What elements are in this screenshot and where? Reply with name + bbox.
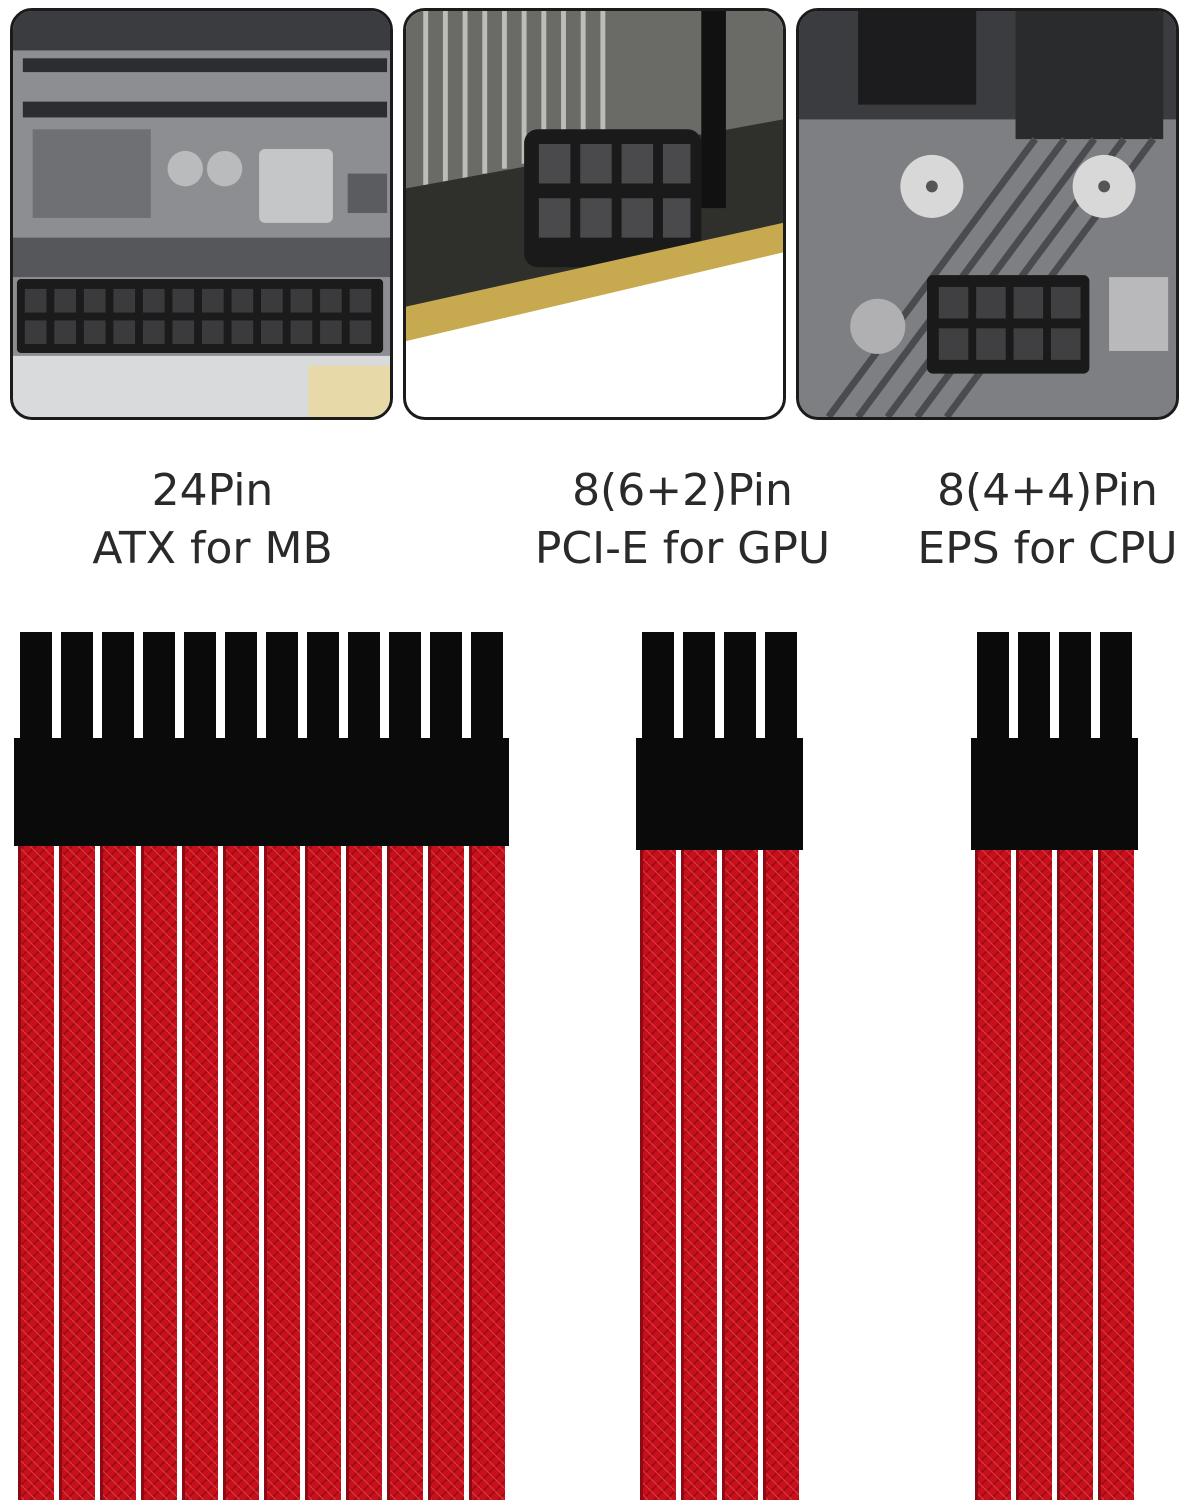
atx-wire	[100, 841, 136, 1500]
atx-wire	[223, 841, 259, 1500]
atx-wire-shadow	[59, 841, 62, 1500]
cpu-socket-photo	[796, 8, 1179, 420]
eps-wire	[975, 845, 1011, 1500]
atx-wire-shadow	[469, 841, 472, 1500]
eps-wire-shadow	[1098, 845, 1101, 1500]
atx-pin-finger	[430, 632, 462, 740]
atx-pin-finger	[20, 632, 52, 740]
eps-wire-shadow	[1057, 845, 1060, 1500]
sleeved-cables-illustration	[14, 632, 1138, 1500]
atx-wire	[469, 841, 505, 1500]
label-24pin-usage: ATX for MB	[92, 523, 333, 574]
label-eps-usage: EPS for CPU	[917, 523, 1178, 574]
atx-connector-housing	[14, 738, 509, 846]
eps-wire-shadow	[1016, 845, 1019, 1500]
pcie-pin-finger	[683, 632, 715, 740]
pcie-pin-finger	[765, 632, 797, 740]
atx-wire	[346, 841, 382, 1500]
atx-wire	[305, 841, 341, 1500]
eps-wire	[1098, 845, 1134, 1500]
pcie-wire-shadow	[640, 845, 643, 1500]
pcie-wire	[722, 845, 758, 1500]
atx-pin-finger	[61, 632, 93, 740]
pcie-pin-finger	[642, 632, 674, 740]
atx-pin-finger	[184, 632, 216, 740]
label-pcie-pins: 8(6+2)Pin	[572, 465, 793, 516]
eps-pin-finger	[1018, 632, 1050, 740]
pcie-pin-finger	[724, 632, 756, 740]
gpu-socket-photo	[403, 8, 786, 420]
atx-24pin-cable	[14, 632, 509, 1500]
atx-wire-shadow	[141, 841, 144, 1500]
eps-wire	[1016, 845, 1052, 1500]
label-pcie: 8(6+2)Pin PCI-E for GPU	[510, 462, 855, 578]
pcie-wire-shadow	[763, 845, 766, 1500]
pcie-connector-housing	[636, 738, 803, 850]
atx-pin-finger	[471, 632, 503, 740]
pcie-wire	[763, 845, 799, 1500]
atx-pin-finger	[225, 632, 257, 740]
atx-wire	[182, 841, 218, 1500]
label-pcie-usage: PCI-E for GPU	[534, 523, 831, 574]
eps-wire	[1057, 845, 1093, 1500]
eps-8pin-cable	[971, 632, 1138, 1500]
label-eps-pins: 8(4+4)Pin	[937, 465, 1158, 516]
pcie-wire	[640, 845, 676, 1500]
atx-wire	[141, 841, 177, 1500]
atx-wire-shadow	[182, 841, 185, 1500]
atx-pin-finger	[143, 632, 175, 740]
atx-wire-shadow	[264, 841, 267, 1500]
atx-socket-photo	[10, 8, 393, 420]
atx-wire	[59, 841, 95, 1500]
eps-pin-finger	[1100, 632, 1132, 740]
atx-wire-shadow	[387, 841, 390, 1500]
atx-pin-finger	[389, 632, 421, 740]
eps-wire-shadow	[975, 845, 978, 1500]
atx-wire-shadow	[100, 841, 103, 1500]
pcie-wire-shadow	[722, 845, 725, 1500]
pcie-8pin-cable	[636, 632, 803, 1500]
atx-wire-shadow	[346, 841, 349, 1500]
atx-pin-finger	[266, 632, 298, 740]
eps-connector-housing	[971, 738, 1138, 850]
label-24pin: 24Pin ATX for MB	[40, 462, 385, 578]
atx-pin-finger	[307, 632, 339, 740]
atx-wire-shadow	[428, 841, 431, 1500]
label-eps: 8(4+4)Pin EPS for CPU	[875, 462, 1185, 578]
atx-wire	[264, 841, 300, 1500]
atx-pin-finger	[348, 632, 380, 740]
atx-wire-shadow	[223, 841, 226, 1500]
eps-pin-finger	[977, 632, 1009, 740]
atx-wire-shadow	[18, 841, 21, 1500]
pcie-wire-shadow	[681, 845, 684, 1500]
atx-wire	[387, 841, 423, 1500]
label-24pin-pins: 24Pin	[151, 465, 274, 516]
eps-pin-finger	[1059, 632, 1091, 740]
atx-wire-shadow	[305, 841, 308, 1500]
atx-pin-finger	[102, 632, 134, 740]
pcie-wire	[681, 845, 717, 1500]
atx-wire	[18, 841, 54, 1500]
atx-wire	[428, 841, 464, 1500]
